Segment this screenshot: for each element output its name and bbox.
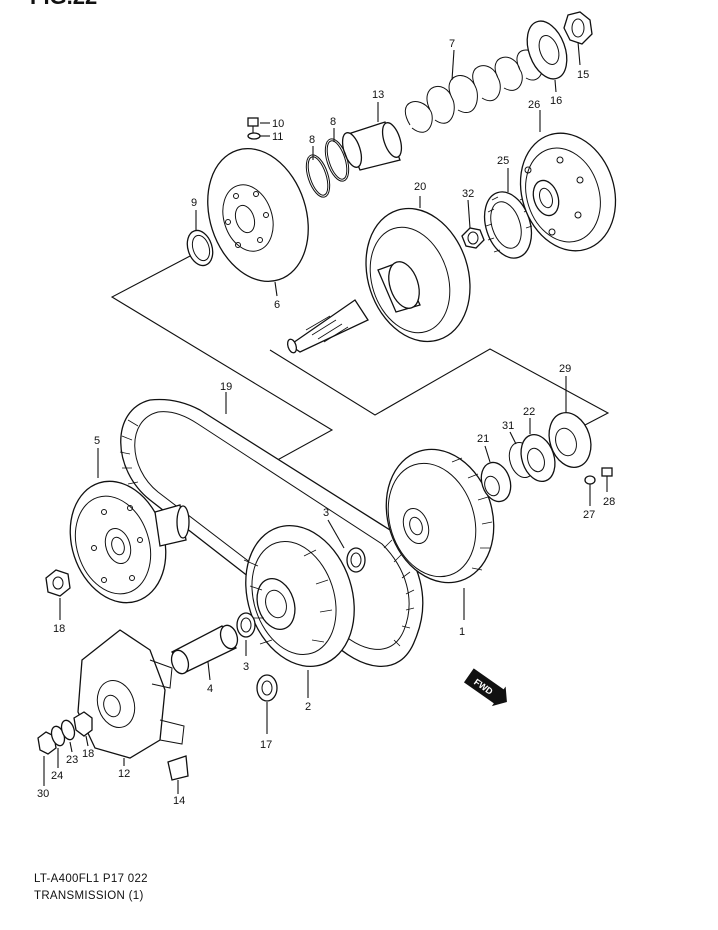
- figure-label: FIG.22: [30, 0, 97, 9]
- callout-25: 25: [497, 155, 509, 167]
- part-9-seal[interactable]: [183, 210, 217, 269]
- part-3-roller-lower[interactable]: [236, 612, 256, 656]
- callout-4: 4: [207, 683, 213, 695]
- part-10-11-bolt-washer[interactable]: [247, 117, 270, 140]
- callout-labels: 1 2 3 3 4 5 6 7 8 8 9 10 11 12 13 14 15 …: [37, 38, 615, 807]
- part-5-drive-plate[interactable]: [55, 448, 190, 615]
- part-18-nut-lower[interactable]: [73, 711, 93, 747]
- callout-8b: 8: [330, 116, 336, 128]
- callout-10: 10: [272, 118, 284, 130]
- part-3-roller-upper[interactable]: [327, 519, 366, 573]
- part-8-o-rings[interactable]: [302, 128, 354, 200]
- callout-14: 14: [173, 795, 185, 807]
- part-24-washer[interactable]: [49, 725, 67, 768]
- callout-8a: 8: [309, 134, 315, 146]
- callout-18a: 18: [53, 623, 65, 635]
- part-12-drive-cam[interactable]: [77, 629, 185, 766]
- part-26-clutch-shoe[interactable]: [506, 110, 631, 263]
- part-4-sleeve[interactable]: [169, 623, 241, 681]
- callout-6: 6: [274, 299, 280, 311]
- part-21-collar[interactable]: [477, 445, 516, 505]
- footer-code: LT-A400FL1 P17 022: [34, 873, 148, 885]
- callout-3a: 3: [323, 507, 329, 519]
- callout-15: 15: [577, 69, 589, 81]
- callout-16: 16: [550, 95, 562, 107]
- part-16-spring-seat[interactable]: [520, 16, 574, 93]
- callout-13: 13: [372, 89, 384, 101]
- footer-title: TRANSMISSION (1): [34, 890, 144, 902]
- callout-22: 22: [523, 406, 535, 418]
- callout-5: 5: [94, 435, 100, 447]
- callout-18b: 18: [82, 748, 94, 760]
- part-1-fixed-driven-face[interactable]: [370, 435, 511, 620]
- callout-20: 20: [414, 181, 426, 193]
- callout-2: 2: [305, 701, 311, 713]
- callout-31: 31: [502, 420, 514, 432]
- part-14-clip[interactable]: [167, 755, 189, 794]
- part-6-driven-face[interactable]: [191, 135, 324, 297]
- part-23-washer[interactable]: [59, 719, 77, 753]
- callout-29: 29: [559, 363, 571, 375]
- part-29-bearing[interactable]: [542, 376, 597, 473]
- callout-7: 7: [449, 38, 455, 50]
- callout-24: 24: [51, 770, 63, 782]
- fwd-direction-badge: FWD: [463, 668, 507, 707]
- callout-30: 30: [37, 788, 49, 800]
- callout-1: 1: [459, 626, 465, 638]
- part-13-sleeve[interactable]: [339, 102, 405, 171]
- callout-27: 27: [583, 509, 595, 521]
- callout-28: 28: [603, 496, 615, 508]
- part-15-lock-nut[interactable]: [563, 11, 593, 66]
- part-7-spring[interactable]: [404, 45, 553, 133]
- callout-11: 11: [272, 131, 283, 143]
- callout-9: 9: [191, 197, 197, 209]
- callout-17: 17: [260, 739, 272, 751]
- callout-32: 32: [462, 188, 474, 200]
- callout-19: 19: [220, 381, 232, 393]
- part-17-oil-seal[interactable]: [256, 674, 278, 734]
- callout-3b: 3: [243, 661, 249, 673]
- callout-23: 23: [66, 754, 78, 766]
- part-32-nut[interactable]: [461, 199, 485, 249]
- part-30-nut[interactable]: [37, 731, 57, 786]
- callout-12: 12: [118, 768, 130, 780]
- callout-21: 21: [477, 433, 489, 445]
- part-2-movable-drive-face[interactable]: [228, 511, 371, 698]
- part-20-clutch-hub-shaft[interactable]: [286, 195, 487, 355]
- part-27-washer[interactable]: [584, 475, 596, 506]
- part-18-nut[interactable]: [45, 569, 71, 620]
- part-28-bolt[interactable]: [601, 467, 613, 492]
- callout-26: 26: [528, 99, 540, 111]
